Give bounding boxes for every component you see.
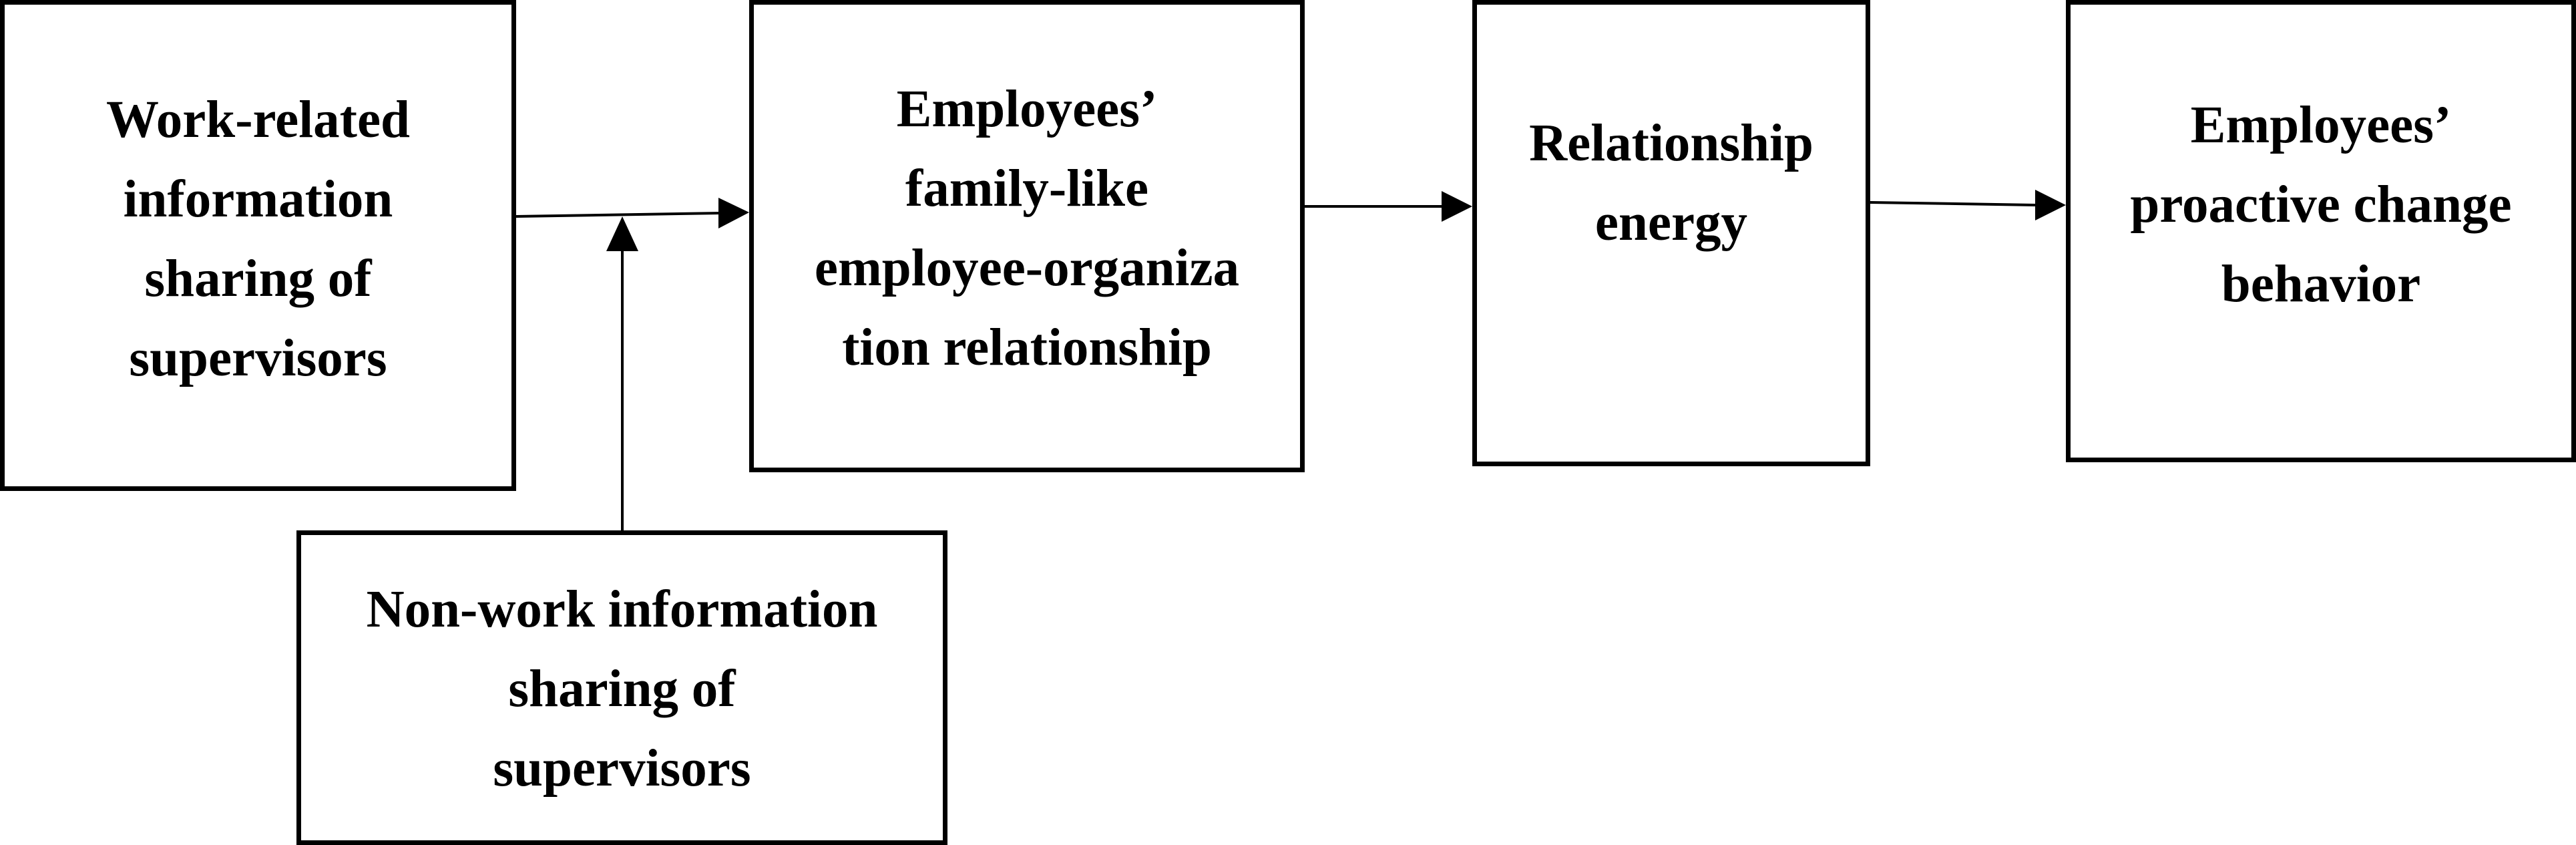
work-related-line-4: supervisors	[129, 329, 387, 387]
relationship-energy-label: Relationship energy	[1529, 104, 1813, 263]
arrow-work-to-family-head	[718, 198, 749, 228]
proactive-change-line-2: proactive change	[2130, 175, 2512, 234]
proactive-change-behavior-box: Employees’ proactive change behavior	[2066, 0, 2576, 462]
proactive-change-line-1: Employees’	[2190, 96, 2452, 154]
family-like-line-3: employee-organiza	[814, 238, 1240, 297]
relationship-energy-box: Relationship energy	[1472, 0, 1870, 466]
relationship-energy-line-1: Relationship	[1529, 114, 1813, 172]
arrow-energy-to-proactive-head	[2035, 190, 2066, 220]
relationship-energy-line-2: energy	[1594, 194, 1748, 252]
non-work-line-2: sharing of	[508, 660, 736, 718]
family-like-line-2: family-like	[905, 159, 1149, 218]
arrow-nonwork-moderation-head	[606, 216, 638, 251]
arrow-energy-to-proactive-line	[1870, 201, 2038, 206]
non-work-info-sharing-box: Non-work information sharing of supervis…	[296, 530, 947, 845]
work-related-info-sharing-label: Work-related information sharing of supe…	[106, 80, 410, 398]
family-like-relationship-box: Employees’ family-like employee-organiza…	[749, 0, 1305, 472]
arrow-work-to-family-line	[515, 212, 722, 218]
arrow-family-to-energy-head	[1442, 191, 1472, 222]
work-related-line-1: Work-related	[106, 90, 410, 149]
family-like-relationship-label: Employees’ family-like employee-organiza…	[815, 69, 1239, 387]
proactive-change-line-3: behavior	[2221, 255, 2421, 313]
non-work-line-3: supervisors	[493, 739, 751, 798]
work-related-line-3: sharing of	[144, 249, 372, 308]
proactive-change-behavior-label: Employees’ proactive change behavior	[2130, 86, 2511, 324]
work-related-info-sharing-box: Work-related information sharing of supe…	[0, 0, 516, 491]
family-like-line-4: tion relationship	[842, 318, 1212, 377]
non-work-info-sharing-label: Non-work information sharing of supervis…	[367, 570, 878, 808]
work-related-line-2: information	[123, 170, 393, 228]
non-work-line-1: Non-work information	[366, 580, 878, 639]
family-like-line-1: Employees’	[896, 79, 1158, 138]
